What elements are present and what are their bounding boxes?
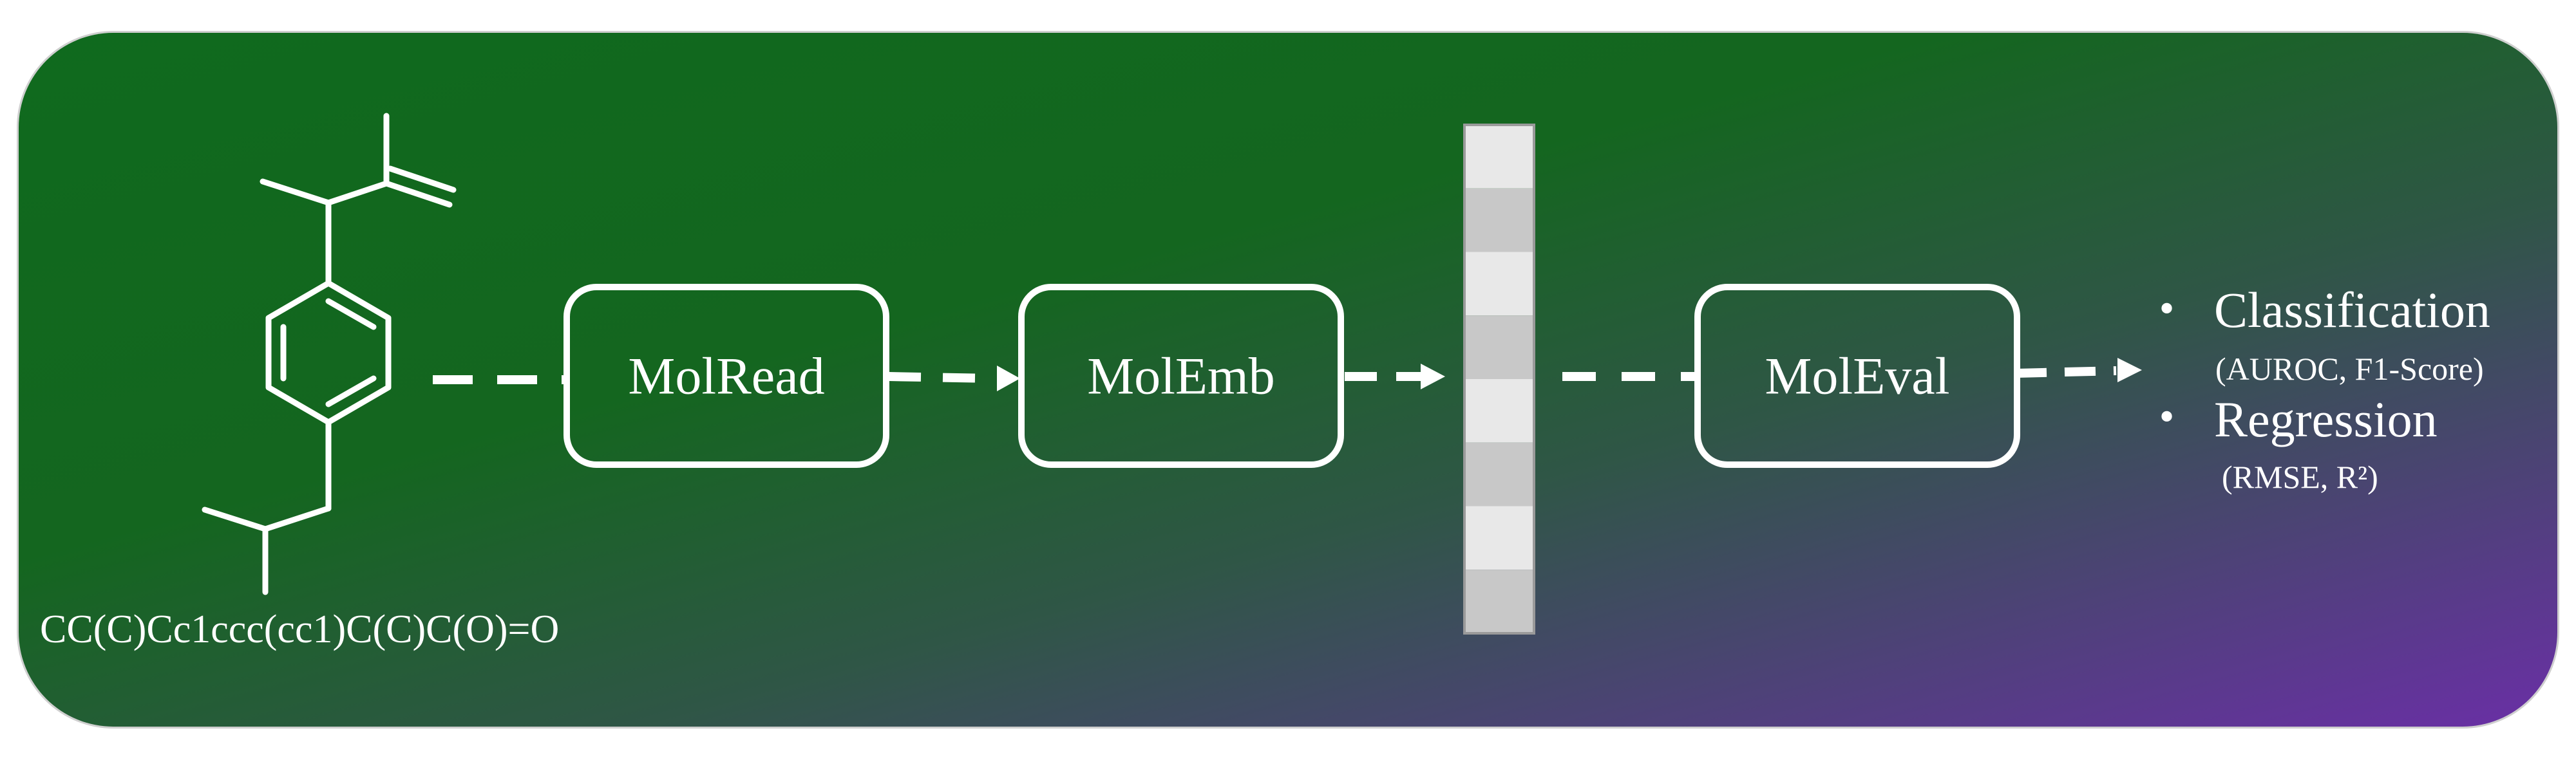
embedding-vector-border — [1463, 124, 1535, 635]
module-box-molemb: MolEmb — [1018, 284, 1344, 468]
output-bullet-regression: • — [2156, 397, 2177, 439]
connector-moleval-to-outputs — [2015, 366, 2117, 378]
output-label-classification: Classification — [2214, 282, 2490, 338]
module-label-moleval: MolEval — [1765, 347, 1950, 405]
embedding-cell — [1464, 570, 1534, 633]
smiles-string: CC(C)Cc1ccc(cc1)C(C)C(O)=O — [40, 608, 559, 651]
connectors — [433, 366, 2117, 384]
embedding-cell — [1464, 442, 1534, 506]
module-box-moleval: MolEval — [1694, 284, 2020, 468]
embedding-cell — [1464, 252, 1534, 316]
panel-background — [19, 33, 2557, 727]
output-metrics-regression: (RMSE, R²) — [2222, 459, 2378, 495]
module-label-molread: MolRead — [628, 347, 824, 405]
connector-molread-to-molemb — [888, 372, 992, 383]
molecule-structure-icon — [202, 113, 457, 595]
arrowhead-vector — [1421, 364, 1445, 389]
embedding-vector — [1463, 124, 1535, 635]
arrowhead-molemb — [997, 366, 1020, 391]
arrowhead-outputs — [2117, 358, 2142, 382]
output-label-regression: Regression — [2214, 391, 2438, 447]
output-metrics-classification: (AUROC, F1-Score) — [2215, 351, 2484, 387]
embedding-cell — [1464, 315, 1534, 379]
embedding-cell — [1464, 506, 1534, 570]
module-box-molread: MolRead — [564, 284, 889, 468]
embedding-cell — [1464, 188, 1534, 252]
module-label-molemb: MolEmb — [1087, 347, 1275, 405]
embedding-cell — [1464, 125, 1534, 189]
embedding-cell — [1464, 379, 1534, 443]
output-bullet-classification: • — [2156, 289, 2177, 331]
output-list: • Classification (AUROC, F1-Score) • Reg… — [2156, 282, 2490, 495]
